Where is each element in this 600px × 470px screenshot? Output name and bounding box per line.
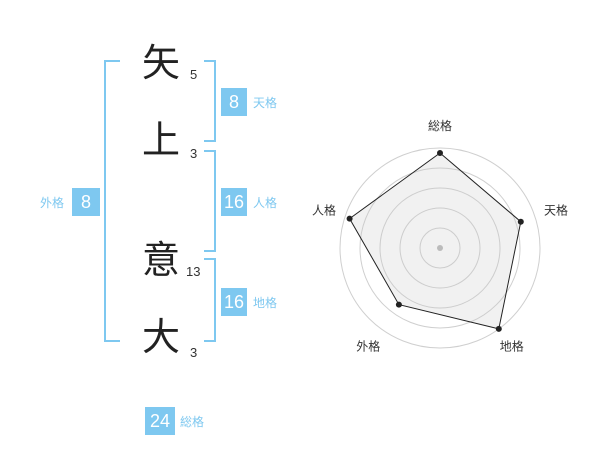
tenkaku-bracket [204,60,216,142]
name-char-1: 矢 [142,41,181,85]
stroke-count-2: 3 [190,146,198,161]
radar-grid-ring [339,147,541,349]
radar-axis-label: 天格 [544,202,568,217]
soukaku-value: 24 [145,407,175,435]
jinkaku-value: 16 [221,188,247,216]
soukaku-label: 総格 [180,415,205,429]
radar-point [346,215,353,222]
gaikaku-label: 外格 [40,196,65,210]
radar-axis-label: 総格 [428,118,452,133]
stroke-count-1: 5 [190,67,198,82]
radar-point [437,150,443,156]
name-char-4: 大 [142,315,181,359]
radar-point [495,325,502,332]
jinkaku-label: 人格 [253,196,278,210]
stroke-count-3: 13 [186,264,201,279]
radar-axis-label: 外格 [356,339,380,354]
gaikaku-bracket [104,60,120,342]
chikaku-bracket [204,258,216,342]
tenkaku-value: 8 [221,88,247,116]
radar-series-polygon [348,152,522,330]
stroke-count-4: 3 [190,345,198,360]
gaikaku-value: 8 [72,188,100,216]
name-char-2: 上 [142,118,181,162]
radar-axis-label: 地格 [500,339,524,354]
radar-point [517,218,524,225]
radar-center-dot [437,245,443,251]
radar-axis-label: 人格 [312,202,336,217]
radar-grid-ring [379,187,501,309]
jinkaku-bracket [204,150,216,252]
radar-grid-ring [419,227,461,269]
radar-grid-ring [359,167,521,329]
radar-grid-ring [399,207,481,289]
tenkaku-label: 天格 [253,96,278,110]
radar-point [395,301,402,308]
chikaku-label: 地格 [253,296,278,310]
name-char-3: 意 [142,238,181,282]
chikaku-value: 16 [221,288,247,316]
